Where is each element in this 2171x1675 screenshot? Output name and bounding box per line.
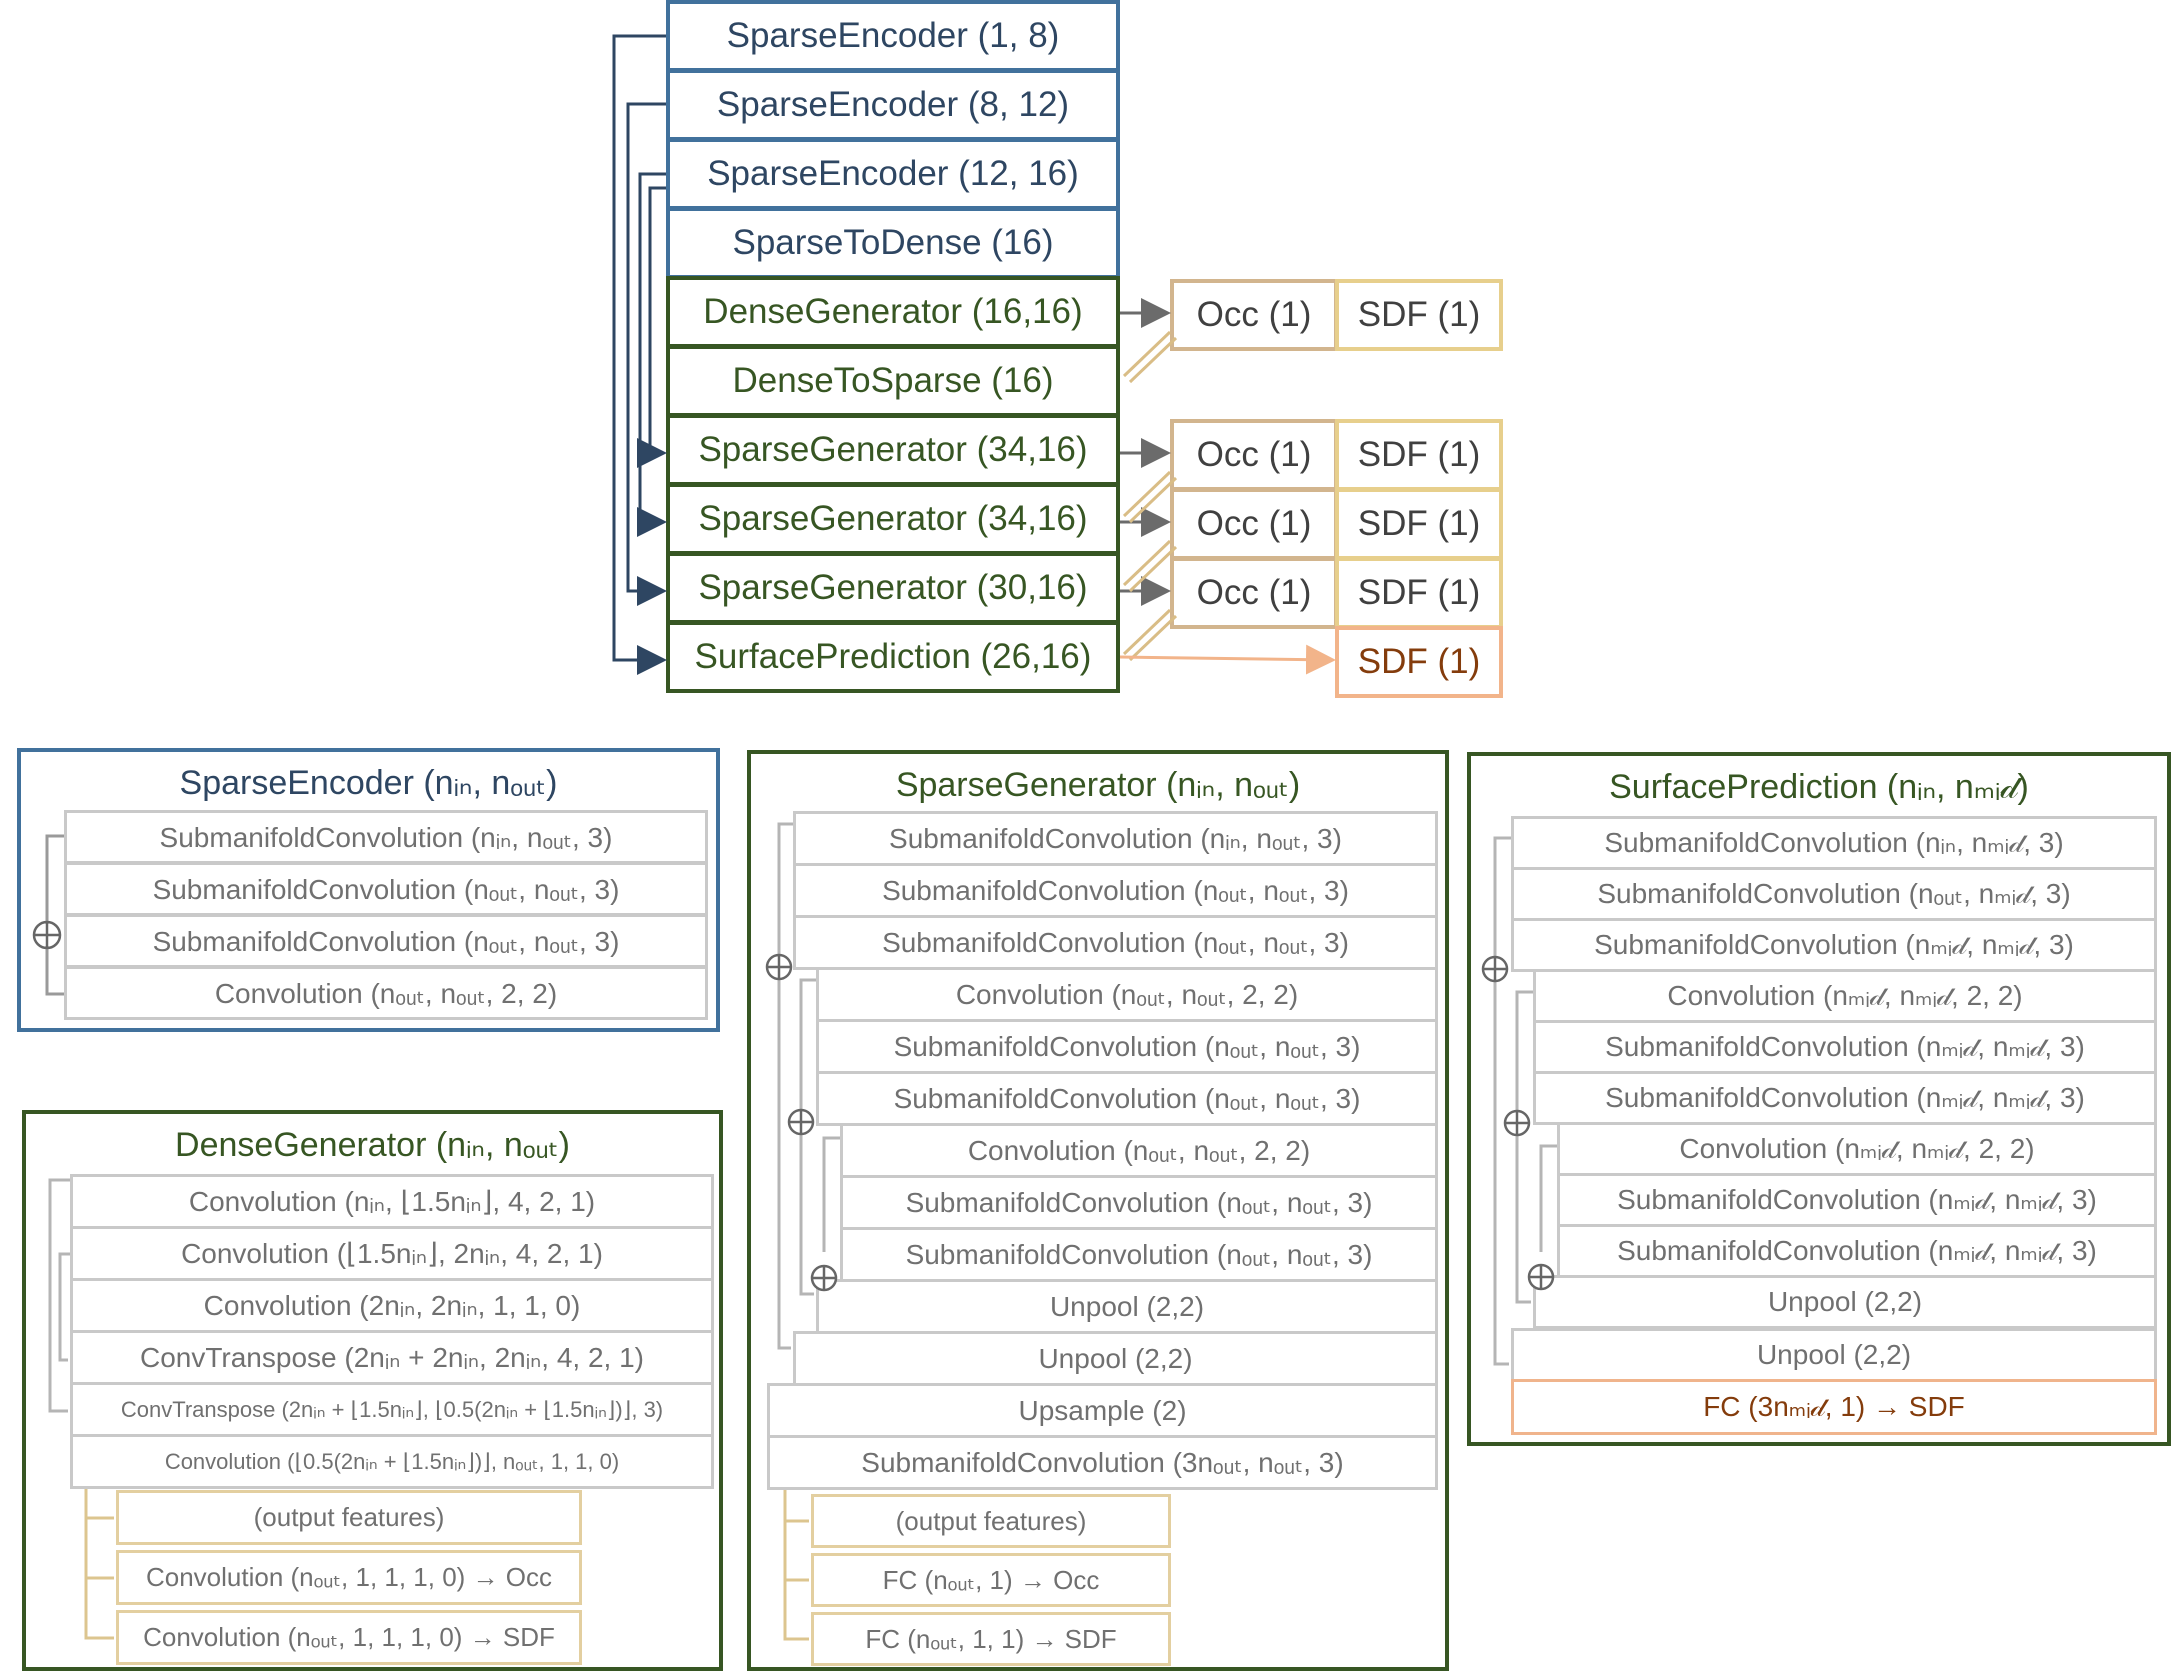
- surface-prediction-title: SurfacePrediction (nᵢₙ, nₘᵢ𝒹): [1609, 768, 2029, 806]
- skip-arrow-icon: [612, 34, 667, 675]
- sparse-generator-layer: SubmanifoldConvolution (nₒᵤₜ, nₒᵤₜ, 3): [840, 1227, 1438, 1282]
- sparse-generator-layer: Convolution (nₒᵤₜ, nₒᵤₜ, 2, 2): [840, 1123, 1438, 1178]
- sparse-generator-layer: Upsample (2): [767, 1383, 1438, 1438]
- top-layer-sparse-encoder-3: SparseEncoder (12, 16): [666, 138, 1120, 210]
- sparse-encoder-layer: SubmanifoldConvolution (nᵢₙ, nₒᵤₜ, 3): [64, 810, 708, 864]
- sparse-generator-layer: SubmanifoldConvolution (nₒᵤₜ, nₒᵤₜ, 3): [840, 1175, 1438, 1230]
- dense-generator-layer: Convolution (⌊0.5(2nᵢₙ + ⌊1.5nᵢₙ⌋)⌋, nₒᵤ…: [70, 1434, 714, 1489]
- top-layer-sparse-generator-1: SparseGenerator (34,16): [666, 414, 1120, 486]
- final-sdf-output: SDF (1): [1335, 626, 1503, 698]
- surface-prediction-layer: SubmanifoldConvolution (nₘᵢ𝒹, nₘᵢ𝒹, 3): [1557, 1173, 2157, 1227]
- sparse-generator-output: (output features): [811, 1494, 1171, 1548]
- occ-output-4: Occ (1): [1170, 557, 1338, 629]
- top-layer-dense-to-sparse: DenseToSparse (16): [666, 345, 1120, 417]
- dense-generator-title: DenseGenerator (nᵢₙ, nₒᵤₜ): [175, 1126, 570, 1164]
- sparse-generator-layer: SubmanifoldConvolution (nᵢₙ, nₒᵤₜ, 3): [793, 811, 1438, 866]
- surface-prediction-layer: SubmanifoldConvolution (nₘᵢ𝒹, nₘᵢ𝒹, 3): [1557, 1224, 2157, 1278]
- sparse-generator-panel: SparseGenerator (nᵢₙ, nₒᵤₜ) SubmanifoldC…: [747, 750, 1449, 1671]
- top-layer-surface-prediction: SurfacePrediction (26,16): [666, 621, 1120, 693]
- sparse-generator-layer: SubmanifoldConvolution (nₒᵤₜ, nₒᵤₜ, 3): [793, 915, 1438, 970]
- surface-prediction-layer: SubmanifoldConvolution (nₘᵢ𝒹, nₘᵢ𝒹, 3): [1533, 1020, 2157, 1074]
- sparse-encoder-layer: SubmanifoldConvolution (nₒᵤₜ, nₒᵤₜ, 3): [64, 914, 708, 968]
- occ-output-1: Occ (1): [1170, 279, 1338, 351]
- occ-output-3: Occ (1): [1170, 488, 1338, 560]
- surface-prediction-layer: SubmanifoldConvolution (nₘᵢ𝒹, nₘᵢ𝒹, 3): [1511, 918, 2157, 972]
- sparse-encoder-panel: SparseEncoder (nᵢₙ, nₒᵤₜ) SubmanifoldCon…: [17, 748, 720, 1032]
- dense-generator-layer: Convolution (2nᵢₙ, 2nᵢₙ, 1, 1, 0): [70, 1278, 714, 1333]
- dense-generator-output: Convolution (nₒᵤₜ, 1, 1, 1, 0) → Occ: [116, 1550, 582, 1605]
- top-layer-sparse-generator-3: SparseGenerator (30,16): [666, 552, 1120, 624]
- dense-generator-layer: ConvTranspose (2nᵢₙ + 2nᵢₙ, 2nᵢₙ, 4, 2, …: [70, 1330, 714, 1385]
- dense-generator-output: Convolution (nₒᵤₜ, 1, 1, 1, 0) → SDF: [116, 1610, 582, 1665]
- dense-generator-panel: DenseGenerator (nᵢₙ, nₒᵤₜ) Convolution (…: [22, 1110, 723, 1671]
- surface-prediction-layer: SubmanifoldConvolution (nₒᵤₜ, nₘᵢ𝒹, 3): [1511, 867, 2157, 921]
- sparse-generator-layer: SubmanifoldConvolution (nₒᵤₜ, nₒᵤₜ, 3): [816, 1019, 1438, 1074]
- surface-prediction-layer: SubmanifoldConvolution (nₘᵢ𝒹, nₘᵢ𝒹, 3): [1533, 1071, 2157, 1125]
- dense-generator-layer: ConvTranspose (2nᵢₙ + ⌊1.5nᵢₙ⌋, ⌊0.5(2nᵢ…: [70, 1382, 714, 1437]
- sparse-generator-layer: Unpool (2,2): [816, 1279, 1438, 1334]
- surface-prediction-layer: Convolution (nₘᵢ𝒹, nₘᵢ𝒹, 2, 2): [1533, 969, 2157, 1023]
- sparse-generator-title: SparseGenerator (nᵢₙ, nₒᵤₜ): [895, 766, 1301, 804]
- surface-prediction-panel: SurfacePrediction (nᵢₙ, nₘᵢ𝒹) Submanifol…: [1467, 752, 2171, 1446]
- sum-circle-icon: [32, 920, 62, 950]
- sdf-output-3: SDF (1): [1335, 488, 1503, 560]
- sdf-output-1: SDF (1): [1335, 279, 1503, 351]
- sparse-generator-output: FC (nₒᵤₜ, 1) → Occ: [811, 1553, 1171, 1607]
- sparse-generator-output: FC (nₒᵤₜ, 1, 1) → SDF: [811, 1612, 1171, 1666]
- surface-prediction-fc: FC (3nₘᵢ𝒹, 1) → SDF: [1511, 1379, 2157, 1435]
- dense-generator-layer: Convolution (⌊1.5nᵢₙ⌋, 2nᵢₙ, 4, 2, 1): [70, 1226, 714, 1281]
- sparse-encoder-layer: Convolution (nₒᵤₜ, nₒᵤₜ, 2, 2): [64, 966, 708, 1020]
- dense-generator-output: (output features): [116, 1490, 582, 1545]
- surface-prediction-layer: Unpool (2,2): [1511, 1328, 2157, 1382]
- top-layer-sparse-encoder-2: SparseEncoder (8, 12): [666, 69, 1120, 141]
- sparse-generator-layer: Convolution (nₒᵤₜ, nₒᵤₜ, 2, 2): [816, 967, 1438, 1022]
- sparse-generator-layer: Unpool (2,2): [793, 1331, 1438, 1386]
- sdf-output-2: SDF (1): [1335, 419, 1503, 491]
- top-layer-sparse-encoder-1: SparseEncoder (1, 8): [666, 0, 1120, 72]
- dense-generator-layer: Convolution (nᵢₙ, ⌊1.5nᵢₙ⌋, 4, 2, 1): [70, 1174, 714, 1229]
- sparse-generator-layer: SubmanifoldConvolution (nₒᵤₜ, nₒᵤₜ, 3): [816, 1071, 1438, 1126]
- occ-output-2: Occ (1): [1170, 419, 1338, 491]
- surface-prediction-layer: Unpool (2,2): [1533, 1275, 2157, 1329]
- sparse-generator-layer: SubmanifoldConvolution (3nₒᵤₜ, nₒᵤₜ, 3): [767, 1435, 1438, 1490]
- sparse-generator-layer: SubmanifoldConvolution (nₒᵤₜ, nₒᵤₜ, 3): [793, 863, 1438, 918]
- sparse-encoder-title: SparseEncoder (nᵢₙ, nₒᵤₜ): [179, 764, 558, 802]
- sparse-encoder-layer: SubmanifoldConvolution (nₒᵤₜ, nₒᵤₜ, 3): [64, 862, 708, 916]
- surface-prediction-layer: SubmanifoldConvolution (nᵢₙ, nₘᵢ𝒹, 3): [1511, 816, 2157, 870]
- top-layer-dense-generator: DenseGenerator (16,16): [666, 276, 1120, 348]
- top-layer-sparse-to-dense: SparseToDense (16): [666, 207, 1120, 279]
- sdf-output-4: SDF (1): [1335, 557, 1503, 629]
- top-layer-sparse-generator-2: SparseGenerator (34,16): [666, 483, 1120, 555]
- surface-prediction-layer: Convolution (nₘᵢ𝒹, nₘᵢ𝒹, 2, 2): [1557, 1122, 2157, 1176]
- top-architecture: SparseEncoder (1, 8) SparseEncoder (8, 1…: [0, 0, 2171, 700]
